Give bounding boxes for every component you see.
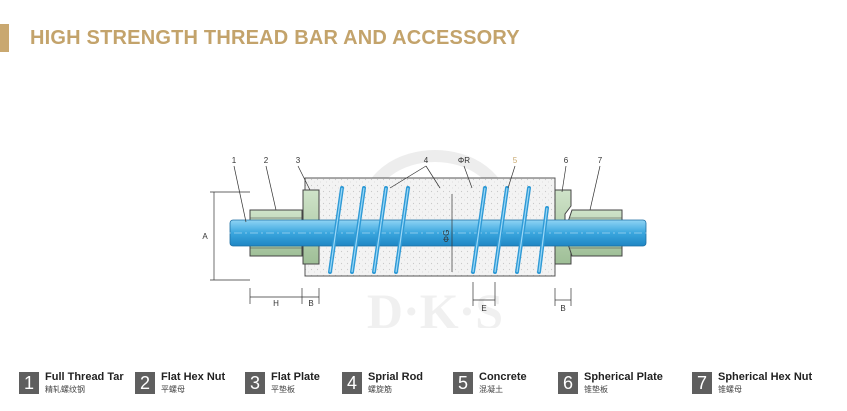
title-accent-bar (0, 24, 9, 52)
dimension-lines (210, 191, 572, 306)
legend-sublabel: 平垫板 (271, 385, 295, 394)
dim-h: H (273, 299, 279, 308)
page-title: HIGH STRENGTH THREAD BAR AND ACCESSORY (30, 27, 520, 49)
legend-sublabel: 螺旋筋 (368, 385, 392, 394)
legend-label: Spherical Hex Nut (718, 371, 813, 383)
legend-sublabel: 锥螺母 (718, 385, 742, 394)
legend-sublabel: 混凝土 (479, 385, 503, 394)
callout-3: 3 (296, 156, 301, 165)
dim-b-left: B (308, 299, 313, 308)
thread-bar-assembly-diagram: D·K·S (202, 150, 652, 328)
legend-number: 3 (245, 372, 265, 394)
dimension-labels: A ΦG H B E B (202, 230, 565, 313)
callout-5: 5 (513, 156, 518, 165)
callout-4: 4 (424, 156, 429, 165)
legend-label: Spherical Plate (584, 371, 663, 383)
legend-number: 4 (342, 372, 362, 394)
callout-1: 1 (232, 156, 237, 165)
legend-label: Full Thread Tar (45, 371, 124, 383)
dim-phi-g: ΦG (442, 230, 451, 243)
legend-sublabel: 精轧螺纹钢 (45, 385, 85, 394)
legend-label: Flat Plate (271, 371, 320, 383)
dim-e: E (481, 304, 486, 313)
legend-number: 1 (19, 372, 39, 394)
legend-number: 6 (558, 372, 578, 394)
dim-b-right: B (560, 304, 565, 313)
callout-leaders (233, 165, 601, 223)
legend-label: Concrete (479, 371, 527, 383)
dim-a: A (202, 232, 208, 241)
legend-label: Sprial Rod (368, 371, 424, 383)
parts-legend: 1 Full Thread Tar 精轧螺纹钢 2 Flat Hex Nut 平… (0, 370, 847, 400)
watermark-text: D·K·S (367, 283, 503, 328)
callout-2: 2 (264, 156, 269, 165)
legend-number: 7 (692, 372, 712, 394)
legend-number: 5 (453, 372, 473, 394)
callout-labels: 1 2 3 4 ΦR 5 6 7 (232, 156, 603, 165)
legend-label: Flat Hex Nut (161, 371, 226, 383)
legend-number: 2 (135, 372, 155, 394)
callout-phi-r: ΦR (458, 156, 470, 165)
callout-7: 7 (598, 156, 603, 165)
legend-sublabel: 锥垫板 (584, 385, 608, 394)
legend-sublabel: 平螺母 (161, 385, 185, 394)
callout-6: 6 (564, 156, 569, 165)
